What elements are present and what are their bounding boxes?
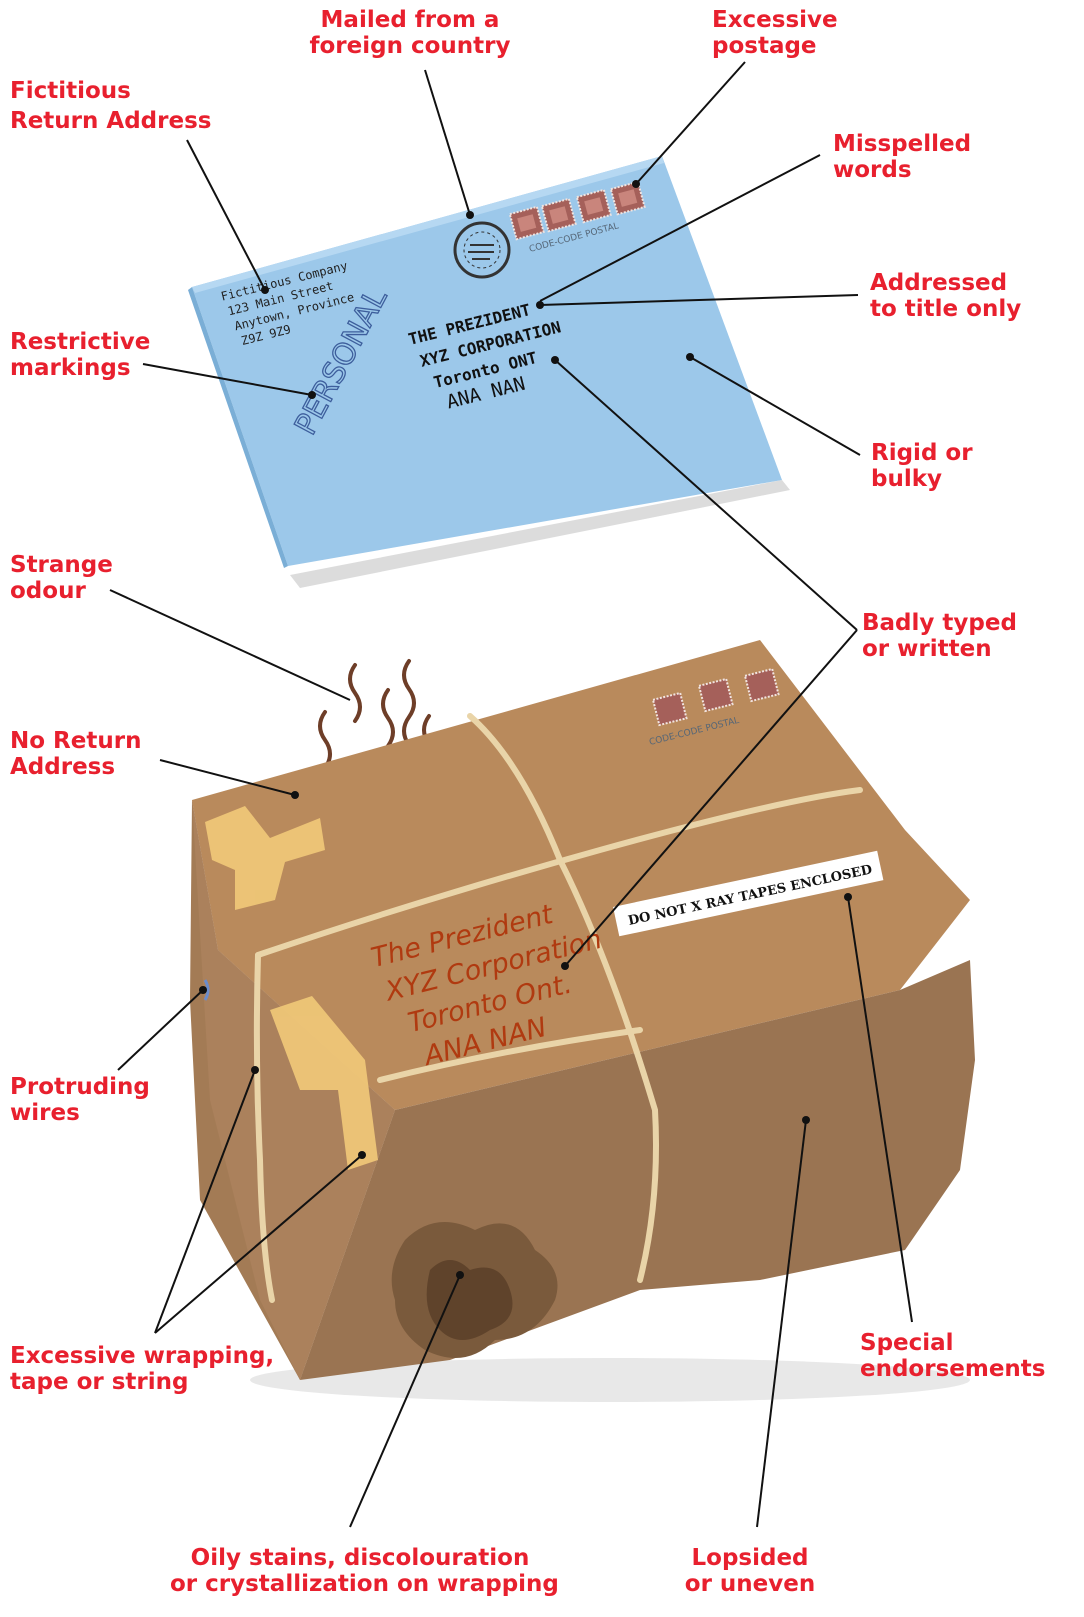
label-lopsided: Lopsided or uneven	[660, 1545, 840, 1597]
label-line: odour	[10, 578, 86, 604]
label-line: or crystallization on wrapping	[170, 1571, 559, 1597]
label-line: bulky	[871, 466, 943, 492]
label-no-return: No Return Address	[10, 728, 141, 780]
label-line: Protruding	[10, 1074, 150, 1100]
tape	[205, 806, 378, 1170]
label-line: or written	[862, 636, 992, 662]
label-line: markings	[10, 355, 131, 381]
label-excessive-wrapping: Excessive wrapping, tape or string	[10, 1343, 274, 1395]
label-line: Excessive wrapping,	[10, 1343, 275, 1369]
oily-stain	[391, 1222, 558, 1358]
label-protruding-wires: Protruding wires	[10, 1074, 150, 1126]
label-badly-typed: Badly typed or written	[862, 610, 1017, 662]
label-line: Mailed from a	[320, 7, 500, 33]
label-line: Excessive	[712, 7, 838, 33]
package-stamps	[651, 667, 780, 727]
label-line: No Return	[10, 728, 142, 754]
label-excessive-postage: Excessive postage	[712, 7, 838, 59]
label-addressed-title: Addressed to title only	[870, 270, 1021, 322]
label-line: Badly typed	[862, 610, 1017, 636]
label-rigid-bulky: Rigid or bulky	[871, 440, 973, 492]
label-line: foreign country	[309, 33, 511, 59]
leader-dots	[199, 180, 852, 1279]
label-line: or uneven	[684, 1571, 816, 1597]
label-line: Special	[860, 1330, 954, 1356]
label-line: Strange	[10, 552, 113, 578]
package: CODE-CODE POSTAL DO NOT X RAY TAPES ENCL…	[190, 640, 975, 1402]
label-strange-odour: Strange odour	[10, 552, 113, 604]
label-line: Return Address	[10, 108, 212, 134]
label-misspelled: Misspelled words	[833, 131, 971, 183]
label-fictitious-return: Fictitious Return Address	[10, 76, 211, 136]
postmark	[453, 221, 511, 279]
label-line: Address	[10, 754, 116, 780]
string	[253, 713, 863, 1303]
label-special-endorsements: Special endorsements	[860, 1330, 1046, 1382]
label-oily-stains: Oily stains, discolouration or crystalli…	[170, 1545, 559, 1597]
label-line: Lopsided	[691, 1545, 809, 1571]
label-line: Fictitious	[10, 78, 131, 104]
label-line: Rigid or	[871, 440, 973, 466]
label-line: Restrictive	[10, 329, 151, 355]
package-top	[192, 640, 970, 1110]
label-line: Misspelled	[833, 131, 972, 157]
label-line: Addressed	[870, 270, 1008, 296]
label-line: wires	[10, 1100, 80, 1126]
label-mailed-foreign: Mailed from a foreign country	[300, 7, 520, 59]
envelope-body	[192, 156, 782, 566]
label-line: postage	[712, 33, 817, 59]
label-restrictive: Restrictive markings	[10, 329, 150, 381]
label-line: words	[833, 157, 912, 183]
label-line: Oily stains, discolouration	[190, 1545, 530, 1571]
envelope: CODE-CODE POSTAL Fictitious Company 123 …	[188, 156, 790, 588]
label-line: endorsements	[860, 1356, 1046, 1382]
label-line: to title only	[870, 296, 1022, 322]
leader-lines	[109, 61, 913, 1528]
wire	[203, 979, 210, 1001]
label-line: tape or string	[10, 1369, 189, 1395]
